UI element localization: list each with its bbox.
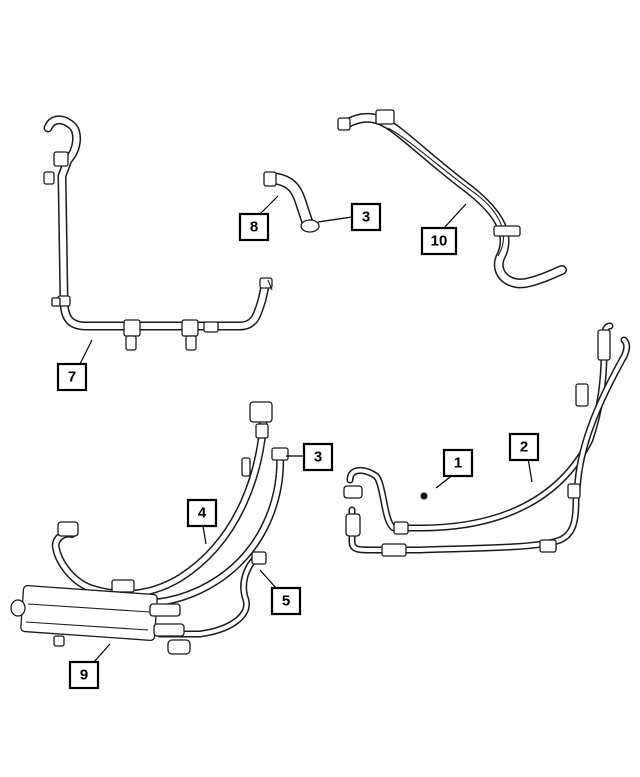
callout-9[interactable]: 7 — [56, 362, 88, 392]
svg-text:3: 3 — [362, 209, 370, 226]
svg-text:8: 8 — [250, 219, 258, 236]
part-1-2-lines — [343, 322, 631, 557]
svg-text:3: 3 — [314, 449, 322, 466]
svg-text:9: 9 — [80, 667, 88, 684]
callout-5[interactable]: 5 — [270, 586, 302, 616]
callout-7[interactable]: 9 — [68, 660, 100, 690]
leader-lines — [79, 195, 533, 663]
callout-10[interactable]: 10 — [420, 226, 458, 256]
svg-text:10: 10 — [431, 233, 448, 250]
callout-4[interactable]: 4 — [186, 498, 218, 528]
svg-text:5: 5 — [282, 593, 290, 610]
part-10-hose — [337, 109, 567, 289]
part-9-hose-assembly — [43, 115, 273, 351]
callout-2[interactable]: 2 — [508, 432, 540, 462]
part-8-hose — [263, 171, 320, 233]
svg-text:4: 4 — [198, 505, 207, 522]
svg-text:7: 7 — [68, 369, 76, 386]
callout-1[interactable]: 1 — [442, 448, 474, 478]
callout-3b[interactable]: 3 — [302, 442, 334, 472]
callout-3a[interactable]: 3 — [350, 202, 382, 232]
svg-text:1: 1 — [454, 455, 462, 472]
callout-8[interactable]: 8 — [238, 212, 270, 242]
part-4-5-7-assembly — [10, 401, 289, 655]
svg-text:2: 2 — [520, 439, 528, 456]
